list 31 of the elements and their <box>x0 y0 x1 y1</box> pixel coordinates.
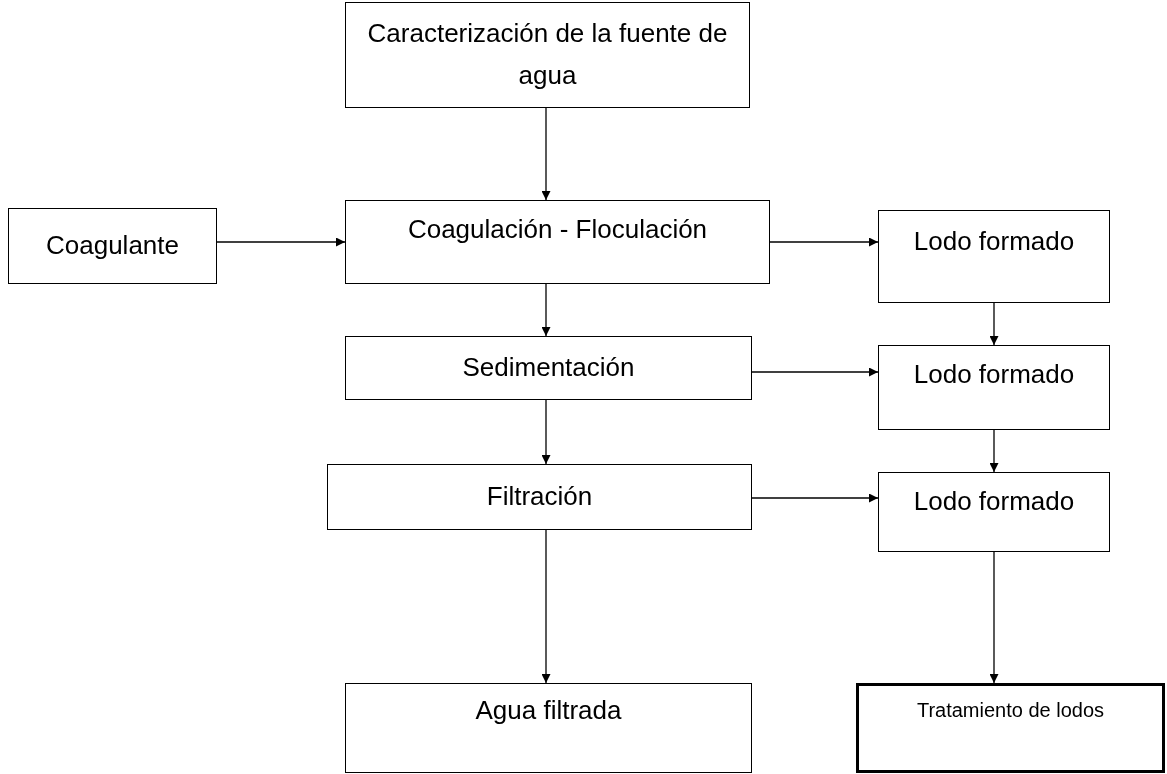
arrow <box>541 529 551 684</box>
box-label: Filtración <box>486 480 593 514</box>
box-label: Tratamiento de lodos <box>916 698 1105 723</box>
arrow <box>541 399 551 465</box>
box-label: Coagulante <box>46 229 179 263</box>
box-label: Caracterización de la fuente de agua <box>366 17 729 92</box>
box-label: Lodo formado <box>913 358 1075 391</box>
process-box <box>856 683 1165 773</box>
arrow <box>989 551 999 684</box>
arrow <box>751 493 879 503</box>
box-label: Lodo formado <box>913 225 1075 258</box>
arrow <box>216 237 346 247</box>
process-box <box>878 472 1110 552</box>
process-box <box>345 336 752 400</box>
process-box <box>345 200 770 284</box>
arrow <box>541 107 551 201</box>
process-box <box>345 683 752 773</box>
arrow <box>769 237 879 247</box>
process-box <box>878 345 1110 430</box>
arrow <box>541 283 551 337</box>
process-box <box>8 208 217 284</box>
arrow <box>989 302 999 346</box>
arrow <box>751 367 879 377</box>
box-label: Lodo formado <box>913 485 1075 518</box>
process-box <box>327 464 752 530</box>
box-label: Sedimentación <box>462 351 635 385</box>
process-box <box>345 2 750 108</box>
arrow <box>989 429 999 473</box>
box-label: Coagulación - Floculación <box>407 213 708 246</box>
process-box <box>878 210 1110 303</box>
box-label: Agua filtrada <box>475 694 622 727</box>
